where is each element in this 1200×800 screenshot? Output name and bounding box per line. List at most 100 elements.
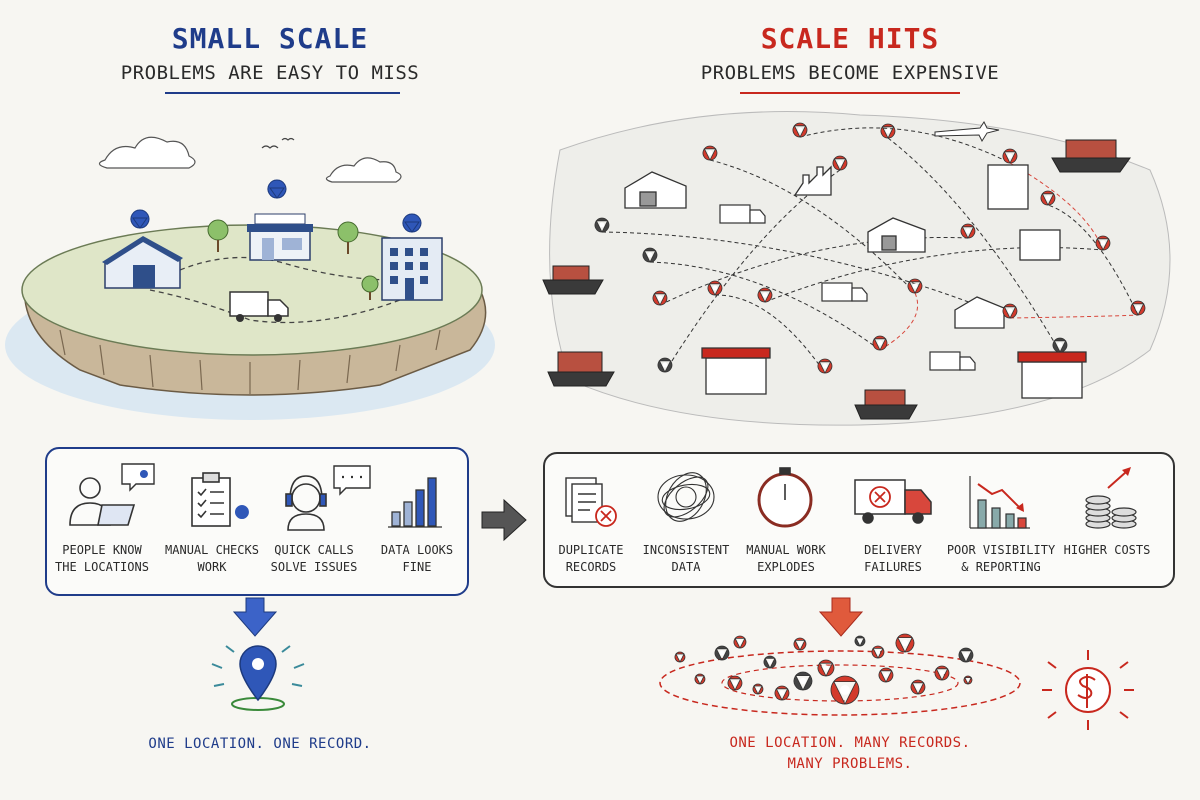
cluster-pin-icon bbox=[817, 659, 835, 677]
cluster-pin-icon-dot bbox=[799, 677, 807, 685]
map-pin-icon-dot bbox=[1007, 308, 1013, 314]
map-pin-icon bbox=[832, 155, 848, 171]
coin-stack-icon bbox=[1085, 495, 1137, 529]
cluster-pin-icon bbox=[733, 635, 747, 649]
map-pin-icon-dot bbox=[912, 283, 918, 289]
cluster-pin-icon bbox=[934, 665, 950, 681]
cluster-pin-icon-dot bbox=[678, 655, 682, 659]
right-factors-panel bbox=[543, 452, 1175, 588]
cluster-pin-icon-dot bbox=[883, 672, 889, 678]
map-pin-icon-dot bbox=[1057, 342, 1063, 348]
location-bubble-icon bbox=[121, 463, 155, 492]
cluster-pin-icon bbox=[878, 667, 894, 683]
map-pin-icon bbox=[1052, 337, 1068, 353]
map-pin-icon-dot bbox=[657, 295, 663, 301]
cluster-pin-icon-dot bbox=[858, 639, 862, 643]
left-title: SMALL SCALE bbox=[171, 22, 369, 55]
map-pin-icon bbox=[1040, 190, 1056, 206]
cluster-pin-icon bbox=[714, 645, 730, 661]
cluster-pin-icon bbox=[910, 679, 926, 695]
cluster-pin-icon-dot bbox=[779, 690, 785, 696]
right-title: SCALE HITS bbox=[760, 22, 940, 55]
headset-agent-icon bbox=[285, 475, 327, 531]
map-pin-icon-dot bbox=[885, 128, 891, 134]
map-pin-icon bbox=[872, 335, 888, 351]
map-route-line bbox=[601, 231, 1011, 319]
map-pin-icon bbox=[907, 278, 923, 294]
map-pin-icon-dot bbox=[707, 150, 713, 156]
map-store-icon bbox=[701, 347, 1087, 399]
map-pin-icon-dot bbox=[797, 127, 803, 133]
map-pin-icon bbox=[652, 290, 668, 306]
right-footer: ONE LOCATION. MANY RECORDS. MANY PROBLEM… bbox=[729, 735, 971, 772]
right-item-label: DUPLICATE RECORDS bbox=[558, 543, 624, 574]
right-item-label: POOR VISIBILITY & REPORTING bbox=[946, 543, 1056, 574]
left-subtitle: PROBLEMS ARE EASY TO MISS bbox=[120, 62, 420, 84]
map-pin-icon bbox=[642, 247, 658, 263]
cluster-pin-icon-dot bbox=[732, 680, 738, 686]
cluster-pin-icon-dot bbox=[915, 684, 921, 690]
cluster-pin-icon bbox=[763, 655, 777, 669]
map-pin-icon-dot bbox=[1135, 305, 1141, 311]
map-pin-icon bbox=[1002, 303, 1018, 319]
cluster-pin-icon-dot bbox=[823, 665, 829, 671]
map-pin-icon bbox=[594, 217, 610, 233]
map-pin-icon bbox=[880, 123, 896, 139]
cluster-pin-icon-dot bbox=[737, 639, 743, 645]
map-route-line bbox=[714, 294, 826, 374]
right-item-label: MANUAL WORK EXPLODES bbox=[746, 543, 826, 574]
left-item-label: MANUAL CHECKS WORK bbox=[165, 543, 259, 574]
map-pin-icon bbox=[1130, 300, 1146, 316]
map-pin-icon-dot bbox=[647, 252, 653, 258]
map-pin-icon bbox=[792, 122, 808, 138]
cluster-pin-icon bbox=[793, 637, 807, 651]
map-route-line bbox=[709, 159, 916, 294]
map-plane-icon bbox=[934, 121, 1000, 143]
map-pin-icon-dot bbox=[877, 340, 883, 346]
cluster-pin-icon-dot bbox=[767, 659, 773, 665]
map-truck-icon bbox=[719, 204, 976, 371]
bar-chart-icon bbox=[388, 477, 442, 528]
clipboard-checklist-icon bbox=[191, 472, 231, 527]
stopwatch-icon bbox=[757, 467, 813, 528]
map-pin-icon-dot bbox=[1007, 153, 1013, 159]
left-item-label: PEOPLE KNOW THE LOCATIONS bbox=[55, 543, 149, 574]
cluster-pin-icon-dot bbox=[797, 641, 803, 647]
left-item-label: DATA LOOKS FINE bbox=[380, 543, 454, 574]
cluster-pin-icon-dot bbox=[963, 652, 969, 658]
map-ship-icon bbox=[542, 139, 1131, 420]
right-down-arrow-icon bbox=[818, 597, 864, 637]
cluster-pin-icon-dot bbox=[756, 687, 760, 691]
map-route-line bbox=[887, 137, 1061, 353]
dollar-coin-icon bbox=[1042, 650, 1134, 730]
cluster-pin-icon-dot bbox=[966, 678, 970, 682]
map-pin-icon bbox=[1002, 148, 1018, 164]
cluster-pin-icon-dot bbox=[939, 670, 945, 676]
map-pin-icon-dot bbox=[1100, 240, 1106, 246]
cluster-pin-icon-dot bbox=[901, 639, 909, 647]
map-pin-icon bbox=[1095, 235, 1111, 251]
cluster-pin-icon bbox=[871, 645, 885, 659]
person-laptop-icon bbox=[69, 477, 136, 526]
cluster-pin-icon bbox=[674, 651, 686, 663]
cluster-pin-icon bbox=[895, 633, 915, 653]
cluster-pin-icon bbox=[752, 683, 764, 695]
map-pin-icon-dot bbox=[822, 363, 828, 369]
map-route-line bbox=[664, 169, 841, 373]
cluster-pin-icon bbox=[963, 675, 973, 685]
cluster-pin-icon-dot bbox=[719, 650, 725, 656]
map-pin-icon-dot bbox=[837, 160, 843, 166]
speech-bubble-icon bbox=[333, 465, 371, 496]
map-pin-icon-dot bbox=[599, 222, 605, 228]
map-pin-icon bbox=[702, 145, 718, 161]
right-item-label: DELIVERY FAILURES bbox=[864, 543, 922, 574]
map-route-line-red bbox=[879, 292, 919, 351]
cluster-pin-icon bbox=[694, 673, 706, 685]
left-footer: ONE LOCATION. ONE RECORD. bbox=[148, 736, 372, 752]
cluster-pin-icon-dot bbox=[840, 685, 850, 695]
